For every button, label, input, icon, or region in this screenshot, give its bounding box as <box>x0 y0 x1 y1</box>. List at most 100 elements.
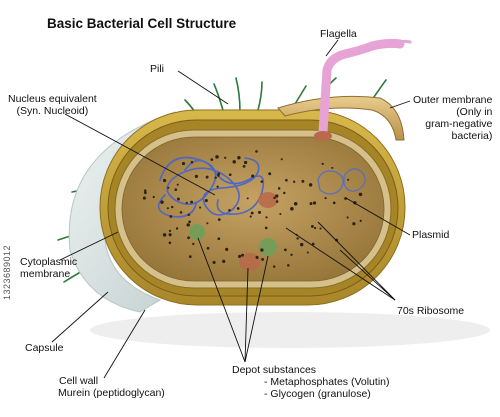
ribosome-dot <box>352 222 356 226</box>
granule-green <box>189 224 205 240</box>
ribosome-dot <box>206 246 210 250</box>
ribosome-dot <box>171 205 174 209</box>
ribosome-dot <box>186 223 190 227</box>
ribosome-dot <box>228 208 231 212</box>
ribosome-dot <box>312 201 317 205</box>
label-pili: Pili <box>150 63 165 75</box>
ribosome-dot <box>167 186 170 189</box>
flagellum-base <box>314 131 332 141</box>
note-line2: gram-negative <box>425 118 493 130</box>
ribosome-dot <box>264 226 268 230</box>
ribosome-dot <box>251 174 255 178</box>
ribosome-dot <box>176 183 179 186</box>
leader-lines <box>51 39 411 379</box>
ribosome-dot <box>290 206 293 209</box>
ribosome-dot <box>187 213 191 217</box>
ribosome-dot <box>284 248 287 252</box>
ribosome-dot <box>185 201 188 204</box>
ribosome-dot <box>238 254 242 258</box>
label-outer-membrane: Outer membrane (Only in gram-negative ba… <box>413 94 492 142</box>
ribosome-dot <box>144 191 147 195</box>
ribosome-dot <box>293 202 298 206</box>
label-cytoplasmic-membrane: Cytoplasmic membrane <box>20 256 77 280</box>
ribosome-dot <box>242 165 246 168</box>
ribosome-dot <box>241 253 244 257</box>
ribosome-dot <box>168 229 172 233</box>
ribosome-dot <box>359 219 362 223</box>
ribosome-dot <box>272 265 276 268</box>
ribosome-dot <box>261 257 265 261</box>
ribosome-dot <box>346 216 349 219</box>
ribosome-dot <box>212 260 216 264</box>
ribosome-dot <box>168 241 172 245</box>
cytoplasm <box>121 136 385 282</box>
label-depot-substances: Depot substances - Metaphosphates (Volut… <box>232 364 390 400</box>
ribosome-dot <box>210 158 214 161</box>
ribosome-dot <box>311 242 315 246</box>
ribosome-dot <box>187 236 190 240</box>
label-nucleus-line1: Nucleus equivalent <box>8 93 97 105</box>
ribosome-dot <box>250 211 254 215</box>
label-capsule: Capsule <box>25 342 64 354</box>
ribosome-dot <box>232 160 236 164</box>
ribosome-dot <box>275 200 279 203</box>
label-plasmid: Plasmid <box>412 229 450 241</box>
ribosome-dot <box>152 195 155 199</box>
ribosome-dot <box>332 201 336 205</box>
ribosome-dot <box>181 162 186 166</box>
ribosome-dot <box>162 178 167 183</box>
note-line1: (Only in <box>456 106 493 118</box>
ribosome-dot <box>243 160 248 165</box>
outer-membrane <box>277 95 405 141</box>
ribosome-dot <box>174 188 178 192</box>
ribosome-dot <box>310 224 314 228</box>
ribosome-dot <box>246 197 249 200</box>
ribosome-dot <box>255 150 258 153</box>
ribosome-dot <box>296 237 299 240</box>
ribosome-dot <box>199 206 202 209</box>
ribosome-dot <box>309 202 313 206</box>
ribosome-dot <box>279 212 282 216</box>
label-cell-wall: Cell wall Murein (peptidoglycan) <box>58 375 165 399</box>
ribosome-dot <box>301 179 305 183</box>
ribosome-dot <box>166 207 169 210</box>
ribosome-dot <box>280 158 283 161</box>
ribosome-dot <box>228 173 232 177</box>
label-cell-wall-line2: Murein (peptidoglycan) <box>58 387 165 399</box>
ribosome-dot <box>308 183 313 187</box>
ribosome-dot <box>142 196 146 200</box>
ribosome-dot <box>217 218 221 221</box>
granule-red <box>258 192 278 208</box>
ribosome-dot <box>194 174 198 178</box>
label-cell-wall-line1: Cell wall <box>59 375 99 387</box>
ribosome-dot <box>225 247 229 251</box>
ribosome-dot <box>216 155 219 159</box>
ribosome-dot <box>214 176 217 179</box>
ribosome-dot <box>216 185 219 188</box>
note-line3: bacteria) <box>451 130 493 142</box>
ribosome-dot <box>277 187 281 190</box>
ribosome-dot <box>313 226 317 230</box>
ribosome-dot <box>283 191 286 195</box>
ribosome-dot <box>273 196 276 200</box>
ribosome-dot <box>331 166 334 169</box>
ribosome-dot <box>179 211 183 214</box>
ribosome-dot <box>290 253 293 256</box>
ribosome-dot <box>258 210 261 214</box>
ribosome-dot <box>255 255 259 259</box>
cell-shadow <box>90 312 490 348</box>
label-depot-line1: Depot substances <box>232 364 317 376</box>
ribosome-dot <box>192 242 195 246</box>
ribosome-dot <box>293 180 296 183</box>
ribosome-dot <box>299 242 304 247</box>
watermark-id: 1323689012 <box>2 244 12 300</box>
ribosome-dot <box>169 215 173 218</box>
label-nucleus-line2: (Syn. Nucleoid) <box>16 105 89 117</box>
ribosome-dot <box>205 175 209 179</box>
ribosome-dot <box>285 178 288 182</box>
ribosomes <box>142 150 363 268</box>
ribosome-dot <box>306 251 309 254</box>
ribosome-dot <box>162 233 167 237</box>
label-cytoplasmic-line1: Cytoplasmic <box>20 256 78 268</box>
